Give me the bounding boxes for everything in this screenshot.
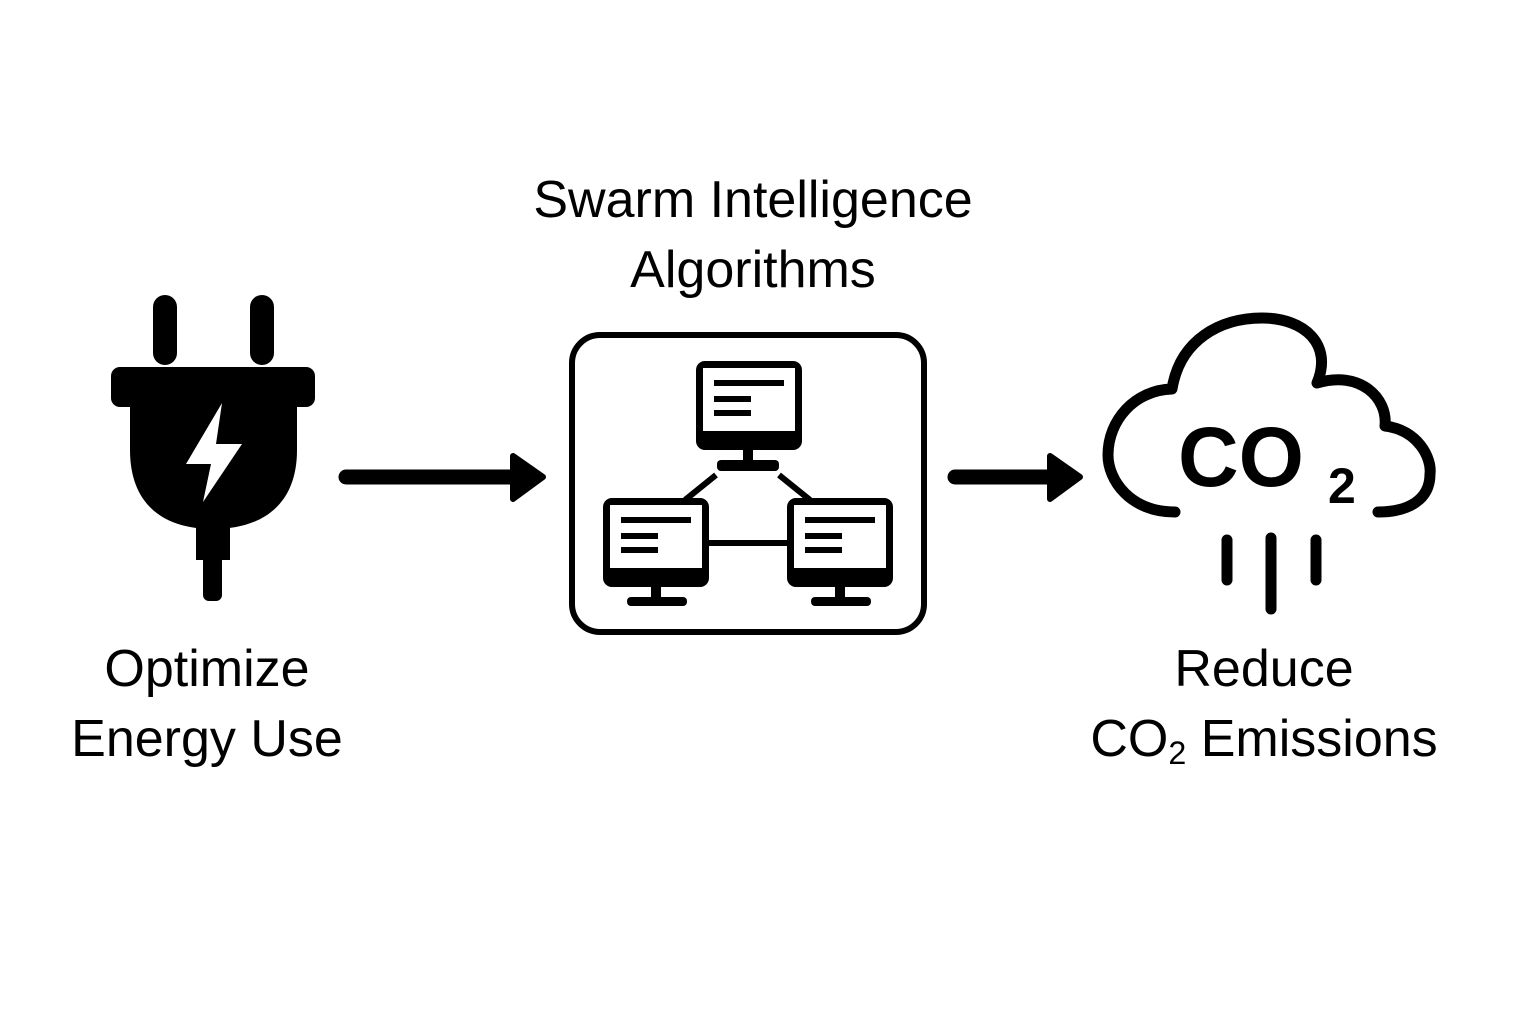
co2-label-line-2: CO2 Emissions <box>1064 704 1464 774</box>
energy-node-label: Optimize Energy Use <box>0 634 414 774</box>
computer-monitor-icon <box>603 498 709 606</box>
computer-monitor-icon <box>787 498 893 606</box>
lightning-bolt-icon <box>186 403 242 502</box>
computer-monitor-icon <box>696 361 802 471</box>
co2-label-line-1: Reduce <box>1174 640 1354 698</box>
co2-cloud-icon: CO 2 <box>1102 312 1436 615</box>
energy-label-line-1: Optimize <box>104 640 310 698</box>
co2-label-subscript: 2 <box>1168 735 1187 772</box>
co2-icon-subscript: 2 <box>1328 458 1356 514</box>
swarm-label-line-1: Swarm Intelligence <box>533 171 973 229</box>
co2-node-label: Reduce CO2 Emissions <box>1064 634 1464 774</box>
arrow-swarm-to-co2 <box>947 453 1083 502</box>
co2-label-emissions: Emissions <box>1186 710 1438 768</box>
co2-icon-text: CO <box>1178 410 1304 504</box>
swarm-label-line-2: Algorithms <box>630 241 876 299</box>
co2-label-co: CO <box>1090 710 1169 768</box>
swarm-node-label: Swarm Intelligence Algorithms <box>453 165 1053 305</box>
networked-computers-icon <box>569 332 927 635</box>
power-plug-icon <box>111 295 315 601</box>
energy-label-line-2: Energy Use <box>71 710 343 768</box>
arrow-energy-to-swarm <box>338 453 546 502</box>
